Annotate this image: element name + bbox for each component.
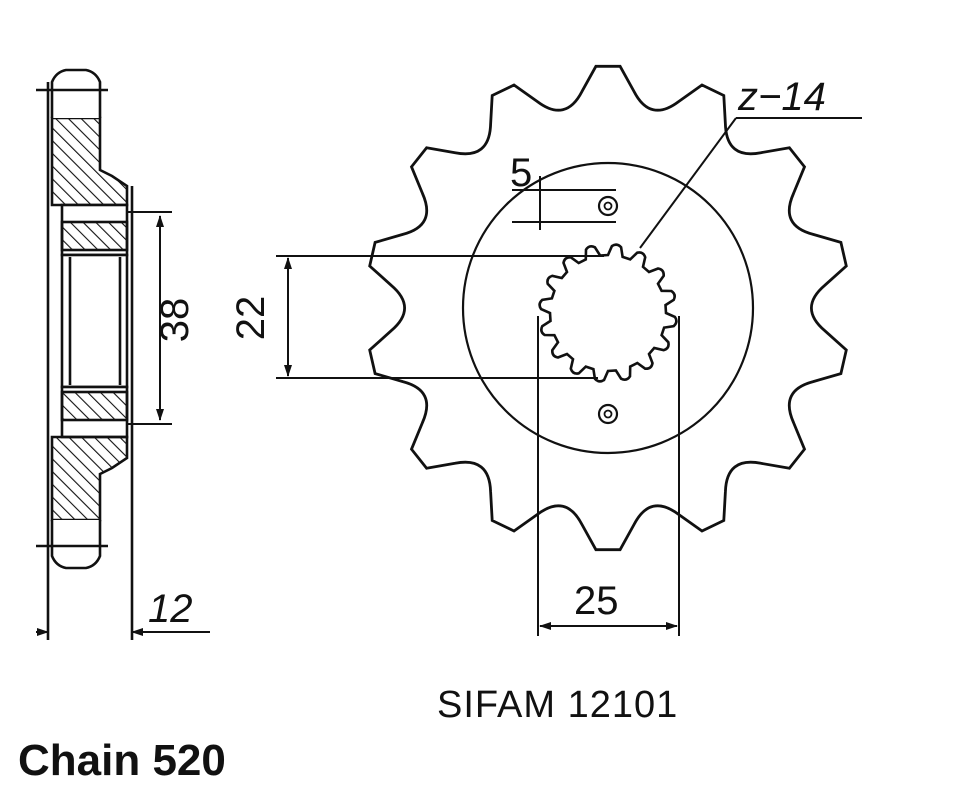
teeth-count-leader — [639, 117, 862, 249]
hub-diameter-dimension — [127, 211, 172, 425]
lower-hatched-section — [50, 435, 129, 522]
side-section-view — [36, 68, 134, 640]
upper-hatched-section — [50, 116, 129, 207]
bore-section — [60, 253, 129, 389]
hole-offset-dimension — [512, 176, 616, 230]
spline-diameter-dimension — [276, 255, 604, 379]
thickness-label: 12 — [148, 587, 193, 631]
bolt-spacing-dimension — [537, 316, 680, 636]
sprocket-tooth-profile — [368, 64, 848, 552]
chain-label: Chain 520 — [18, 736, 226, 785]
lower-tooth-tip — [50, 520, 102, 570]
model-label: SIFAM 12101 — [437, 684, 679, 726]
hub-diameter-label: 38 — [153, 298, 197, 343]
spline-diameter-label: 22 — [229, 296, 273, 341]
bolt-hole-lower — [597, 403, 619, 425]
spline-bore — [538, 243, 678, 383]
bolt-spacing-label: 25 — [574, 579, 619, 623]
front-view — [368, 64, 848, 552]
hub-circle — [461, 161, 755, 455]
bolt-hole-upper — [597, 195, 619, 217]
hole-offset-label: 5 — [510, 151, 532, 195]
teeth-count-label: z−14 — [737, 75, 826, 119]
upper-tooth-tip — [50, 68, 102, 118]
